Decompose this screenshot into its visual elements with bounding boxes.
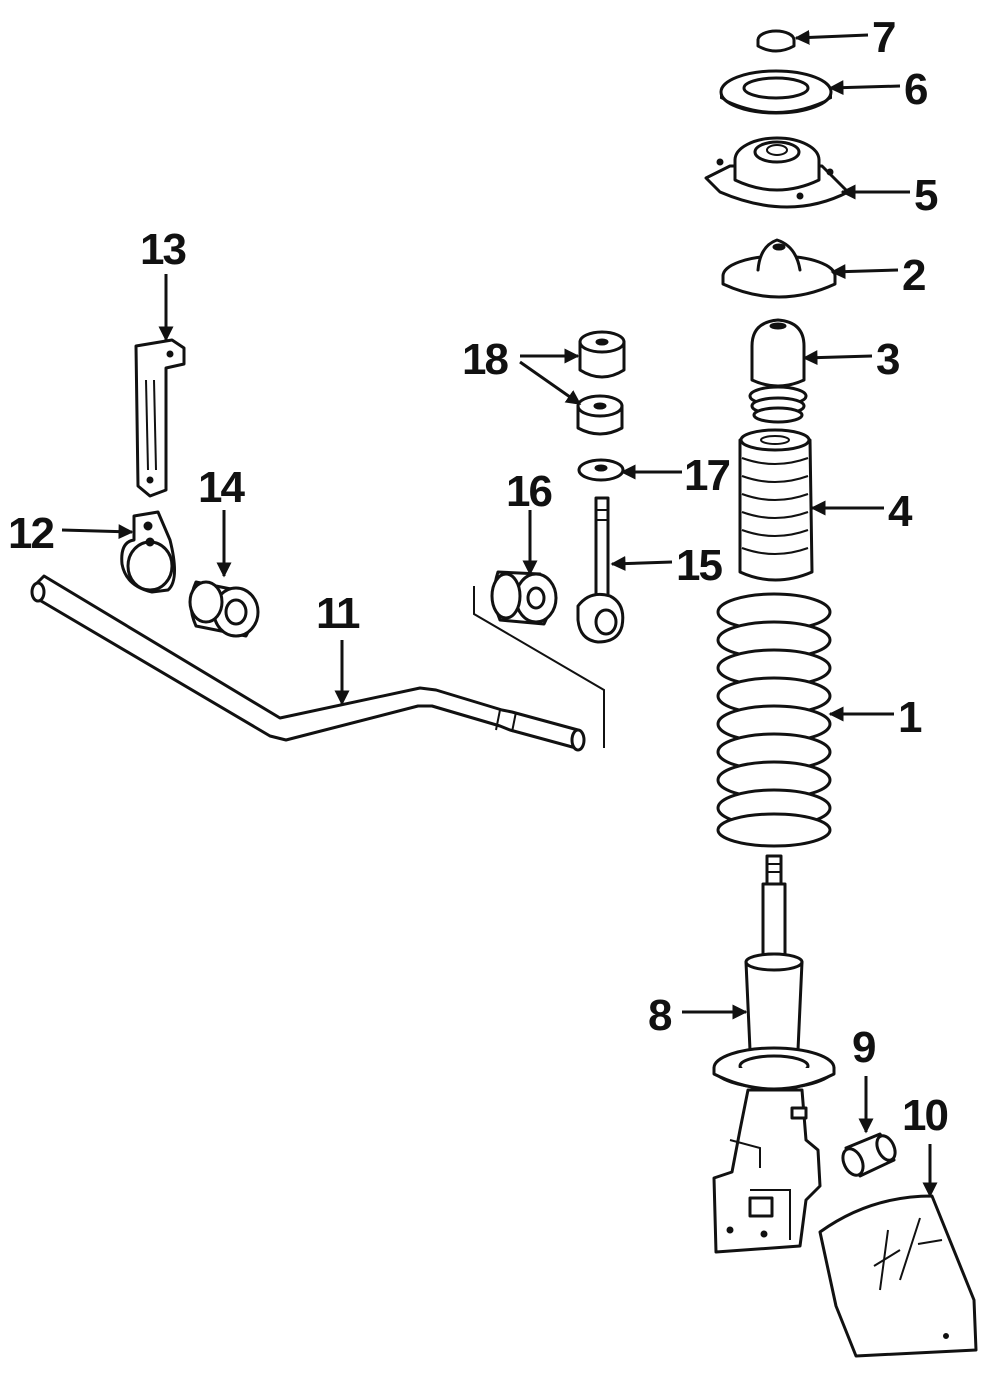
callout-11: 11 [316,589,360,638]
part-15-stabilizer-link [576,496,625,644]
part-1-coil-spring [716,592,832,848]
part-2-spring-seat [721,238,837,299]
callout-1: 1 [898,693,922,742]
callout-15: 15 [676,541,722,590]
part-14-bar-bushing [188,580,260,638]
part-10-splash-shield [818,1194,978,1358]
callout-6: 6 [904,65,927,114]
callout-9: 9 [852,1023,875,1072]
callout-17: 17 [684,451,729,500]
callout-10: 10 [902,1091,947,1140]
callout-5: 5 [914,171,938,220]
part-11-stabilizer-bar [30,574,586,752]
callout-8: 8 [648,991,672,1040]
part-13-mounting-bracket [134,338,186,498]
part-17-washer [577,458,625,482]
leader-lines [61,29,938,1198]
callout-16: 16 [506,467,551,516]
part-6-bearing-ring [719,69,833,115]
callout-7: 7 [872,13,895,62]
part-9-bushing [841,1132,897,1178]
callout-4: 4 [888,487,913,536]
callout-18: 18 [462,335,508,384]
callout-2: 2 [902,251,925,300]
part-5-strut-mount [704,136,850,209]
group-bracket-15-16 [473,586,605,748]
callout-3: 3 [876,335,899,384]
part-18-link-bushings [576,330,626,436]
callout-13: 13 [140,225,185,274]
part-4-dust-boot [738,428,814,582]
callout-12: 12 [8,509,53,558]
part-3-bump-stop [748,318,808,424]
part-7-dust-cap [756,29,796,53]
part-8-strut-assembly [712,854,836,1254]
callout-14: 14 [198,463,245,512]
part-16-link-bushing [490,570,558,626]
part-12-bar-clamp [120,510,176,594]
